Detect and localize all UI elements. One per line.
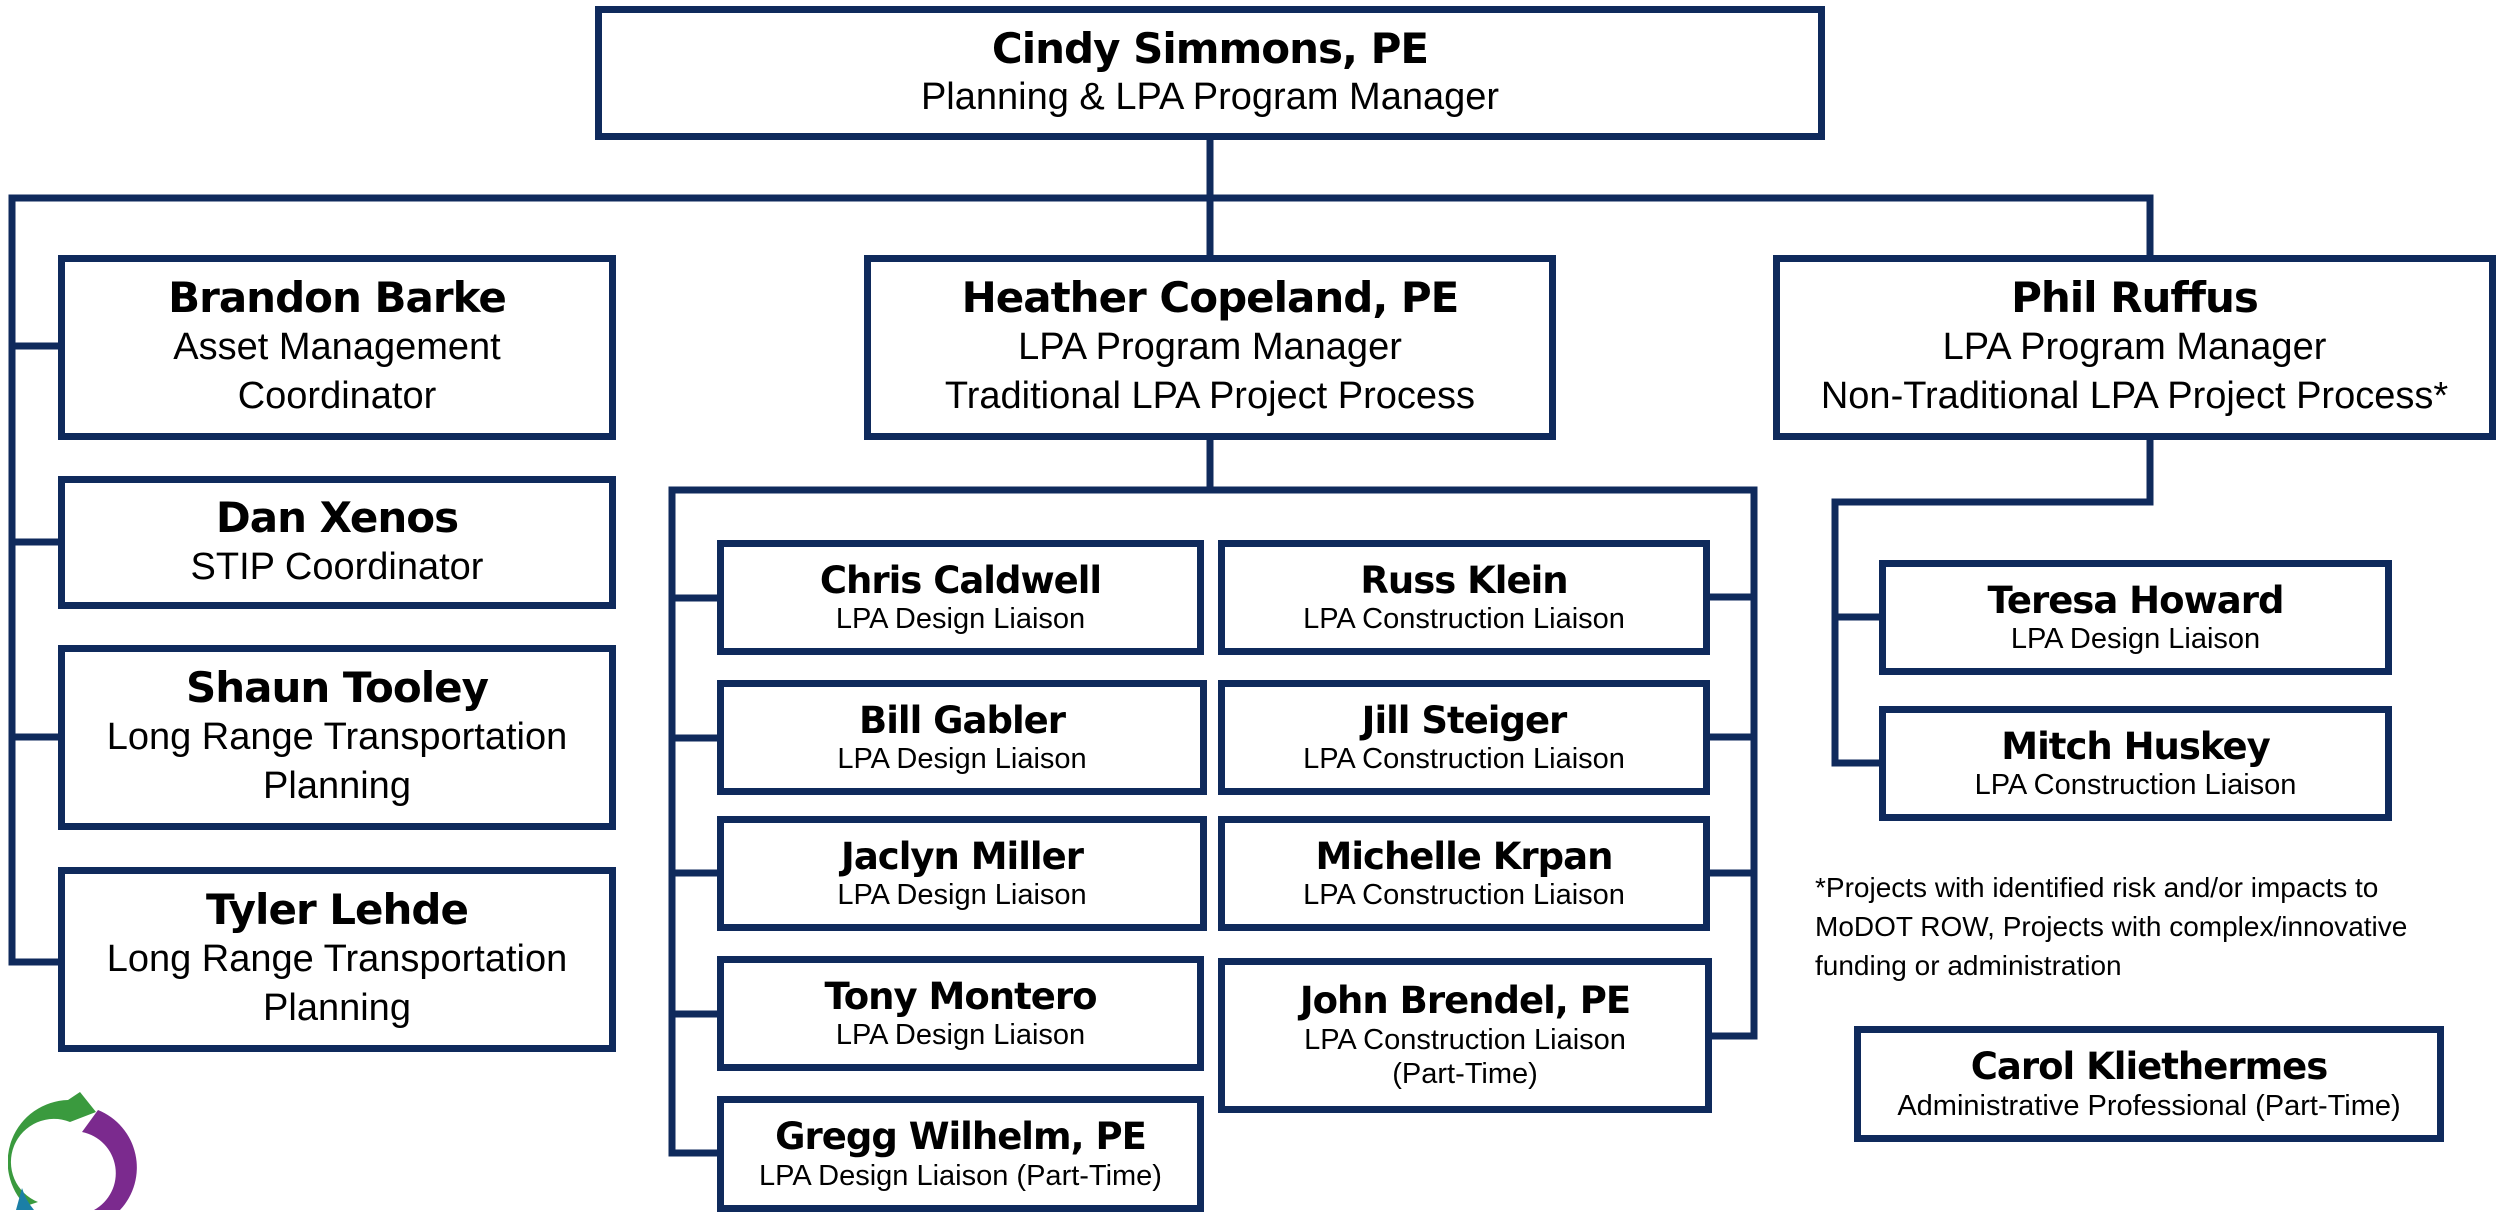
node-shaun-tooley: Shaun Tooley Long Range Transportation P…: [58, 645, 616, 830]
node-teresa-howard: Teresa Howard LPA Design Liaison: [1879, 560, 2392, 675]
node-jaclyn-miller: Jaclyn Miller LPA Design Liaison: [717, 816, 1207, 931]
node-name: Michelle Krpan: [1315, 834, 1614, 878]
node-title: LPA Design Liaison: [835, 1019, 1086, 1052]
node-name: Dan Xenos: [215, 493, 459, 543]
node-title: Asset Management Coordinator: [173, 325, 501, 418]
node-gregg-wilhelm: Gregg Wilhelm, PE LPA Design Liaison (Pa…: [717, 1096, 1204, 1212]
node-john-brendel: John Brendel, PE LPA Construction Liaiso…: [1218, 958, 1712, 1113]
node-title: LPA Program Manager: [1018, 325, 1402, 368]
node-name: Shaun Tooley: [186, 663, 489, 713]
node-chris-caldwell: Chris Caldwell LPA Design Liaison: [717, 540, 1204, 655]
node-name: Tyler Lehde: [206, 885, 469, 935]
node-name: Russ Klein: [1360, 558, 1568, 602]
node-cindy-simmons: Cindy Simmons, PE Planning & LPA Program…: [595, 6, 1825, 140]
node-name: Jaclyn Miller: [841, 834, 1084, 878]
node-name: Cindy Simmons, PE: [991, 23, 1429, 73]
node-name: John Brendel, PE: [1299, 979, 1631, 1023]
node-title: Long Range Transportation Planning: [106, 937, 568, 1030]
node-name: Gregg Wilhelm, PE: [775, 1115, 1147, 1159]
node-name: Teresa Howard: [1987, 578, 2285, 622]
node-name: Heather Copeland, PE: [961, 273, 1460, 323]
node-title: Long Range Transportation Planning: [106, 715, 568, 808]
node-tyler-lehde: Tyler Lehde Long Range Transportation Pl…: [58, 867, 616, 1052]
node-name: Brandon Barke: [168, 273, 507, 323]
node-name: Carol Kliethermes: [1970, 1045, 2329, 1089]
node-title: STIP Coordinator: [190, 545, 484, 588]
node-title: LPA Construction Liaison: [1974, 769, 2297, 802]
node-title: LPA Design Liaison: [2010, 623, 2261, 656]
node-brandon-barke: Brandon Barke Asset Management Coordinat…: [58, 255, 616, 440]
node-title: Administrative Professional (Part-Time): [1897, 1089, 2401, 1122]
node-phil-ruffus: Phil Ruffus LPA Program Manager Non-Trad…: [1773, 255, 2496, 440]
node-name: Phil Ruffus: [2011, 273, 2259, 323]
node-name: Bill Gabler: [859, 698, 1066, 742]
footnote-text: *Projects with identified risk and/or im…: [1815, 872, 2408, 982]
node-title: LPA Design Liaison: [837, 743, 1087, 776]
node-title: LPA Construction Liaison: [1303, 743, 1625, 776]
node-name: Jill Steiger: [1361, 698, 1568, 742]
node-name: Chris Caldwell: [819, 558, 1102, 602]
node-name: Tony Montero: [824, 974, 1097, 1018]
node-title: LPA Construction Liaison: [1303, 879, 1625, 912]
node-title: LPA Design Liaison: [835, 603, 1086, 636]
node-subtitle: Non-Traditional LPA Project Process*: [1820, 375, 2449, 418]
node-tony-montero: Tony Montero LPA Design Liaison: [717, 956, 1204, 1071]
node-mitch-huskey: Mitch Huskey LPA Construction Liaison: [1879, 706, 2392, 821]
node-title: LPA Design Liaison (Part-Time): [759, 1159, 1162, 1192]
modot-logo-icon: [8, 1092, 137, 1210]
node-title: LPA Program Manager: [1942, 325, 2327, 368]
node-michelle-krpan: Michelle Krpan LPA Construction Liaison: [1218, 816, 1710, 931]
node-subtitle: (Part-Time): [1392, 1058, 1538, 1091]
node-carol-kliethermes: Carol Kliethermes Administrative Profess…: [1854, 1026, 2444, 1142]
node-title: LPA Construction Liaison: [1303, 603, 1625, 636]
node-russ-klein: Russ Klein LPA Construction Liaison: [1218, 540, 1710, 655]
node-heather-copeland: Heather Copeland, PE LPA Program Manager…: [864, 255, 1556, 440]
node-jill-steiger: Jill Steiger LPA Construction Liaison: [1218, 680, 1710, 795]
node-title: LPA Design Liaison: [837, 879, 1087, 912]
node-title: Planning & LPA Program Manager: [920, 76, 1500, 119]
node-title: LPA Construction Liaison: [1304, 1024, 1626, 1057]
node-name: Mitch Huskey: [2001, 724, 2270, 768]
node-subtitle: Traditional LPA Project Process: [944, 375, 1476, 418]
node-dan-xenos: Dan Xenos STIP Coordinator: [58, 476, 616, 609]
node-bill-gabler: Bill Gabler LPA Design Liaison: [717, 680, 1207, 795]
